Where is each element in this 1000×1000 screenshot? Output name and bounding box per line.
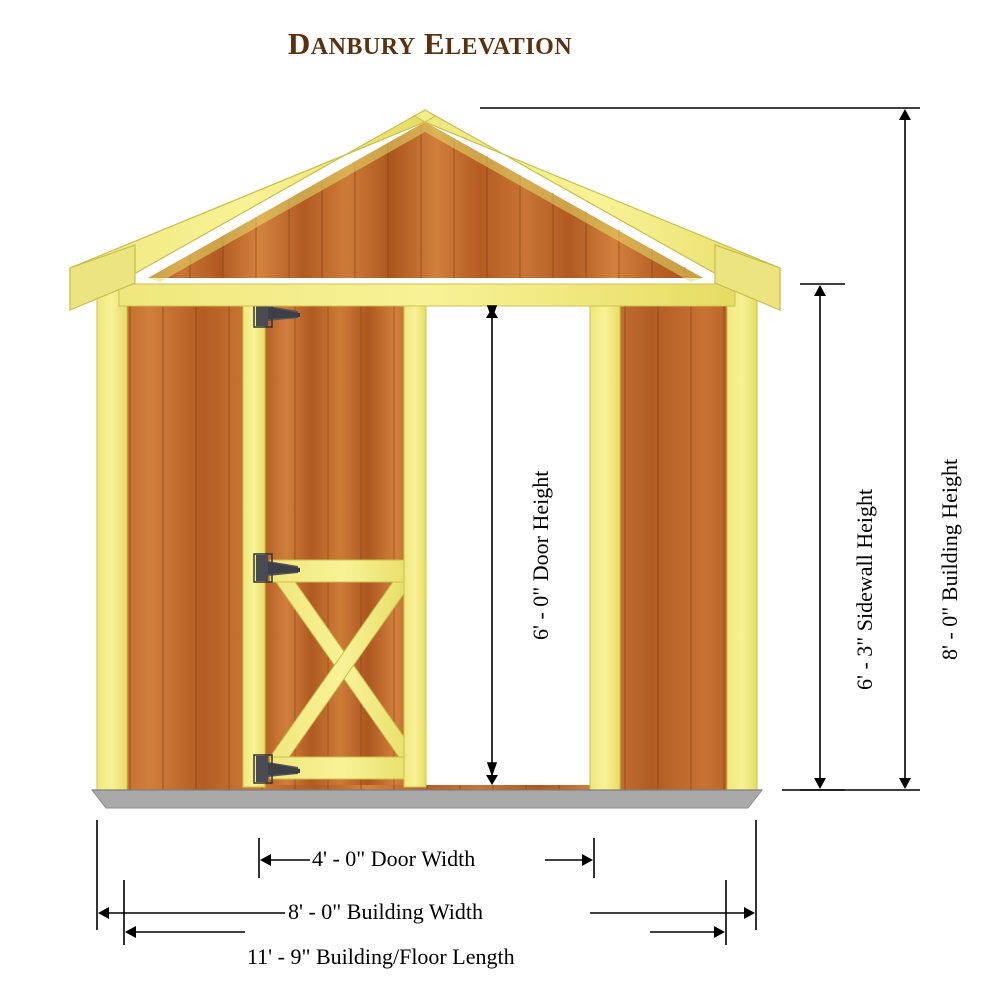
page-title: DANBURY ELEVATION xyxy=(0,26,860,62)
concrete-foundation xyxy=(90,789,764,809)
dim-door-width xyxy=(258,838,595,878)
header-trim-band xyxy=(118,283,736,307)
hinge-middle xyxy=(253,553,300,583)
label-building-width: 8' - 0" Building Width xyxy=(288,899,483,924)
dim-building-height xyxy=(480,107,920,791)
label-floor-length: 11' - 9" Building/Floor Length xyxy=(247,944,515,969)
left-door-panel xyxy=(242,299,427,788)
dim-door-height xyxy=(486,305,498,785)
door-z-brace xyxy=(269,559,419,780)
label-building-height: 8' - 0" Building Height xyxy=(937,458,962,660)
dim-sidewall-height xyxy=(800,283,845,791)
label-door-width: 4' - 0" Door Width xyxy=(312,846,476,871)
corner-trim-left xyxy=(96,283,128,791)
dim-floor-length xyxy=(123,880,727,945)
corner-trim-right xyxy=(726,283,758,791)
label-sidewall-height: 6' - 3" Sidewall Height xyxy=(852,488,877,690)
gable-roof xyxy=(69,108,781,312)
door-jamb-right xyxy=(589,283,621,791)
hinge-bottom xyxy=(253,754,300,784)
title-text: DANBURY ELEVATION xyxy=(287,26,573,61)
gable-siding xyxy=(148,122,703,278)
dim-building-width xyxy=(96,820,757,930)
open-door-void xyxy=(425,305,590,785)
label-door-height: 6' - 0" Door Height xyxy=(528,470,553,640)
